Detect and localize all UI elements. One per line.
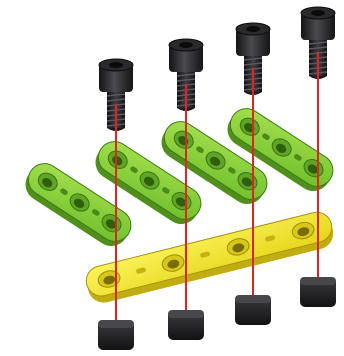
screw-thread (106, 93, 126, 97)
green-link-hole-center (105, 219, 117, 229)
green-link-slot (162, 187, 170, 194)
nut-1 (98, 320, 134, 350)
screw-head (169, 44, 203, 72)
yellow-bar (85, 211, 334, 303)
screws-group (98, 6, 336, 131)
screw-thread (106, 98, 126, 102)
screw-thread (243, 62, 263, 66)
yellow-bar-hole-center (297, 227, 310, 237)
green-link-hole-center (244, 123, 255, 133)
screw-thread (308, 46, 328, 50)
nuts-group (98, 277, 336, 350)
screw-4 (300, 6, 336, 79)
nut-2 (168, 310, 204, 340)
green-link-hole-center (307, 164, 319, 174)
nut-top-face (168, 310, 204, 318)
yellow-bar-slot (265, 235, 275, 242)
screw-socket (246, 26, 260, 32)
green-link-hole-center (241, 177, 253, 187)
green-link-hole-center (42, 178, 53, 188)
green-link-hole-center (112, 156, 123, 166)
green-link-hole-center (73, 198, 85, 208)
nut-top-face (98, 320, 134, 328)
nut-3 (235, 295, 271, 325)
screw-thread (308, 41, 328, 45)
screw-thread (243, 57, 263, 61)
yellow-bar-hole-center (167, 259, 180, 269)
green-link-slot (196, 146, 204, 154)
guide-lines-group (115, 52, 319, 320)
nut-4 (300, 277, 336, 307)
green-link-slot (294, 154, 302, 161)
green-link-slot (92, 209, 100, 216)
screw-head (236, 28, 270, 56)
green-link-hole-center (175, 197, 187, 207)
green-link-hole-center (209, 156, 221, 166)
nut-top-face (235, 295, 271, 303)
green-link-slot (130, 166, 138, 174)
screw-socket (311, 10, 325, 16)
green-link-hole-center (143, 176, 155, 186)
green-links-group (25, 108, 334, 247)
yellow-bar-hole-center (103, 275, 116, 285)
green-link-1 (25, 163, 132, 247)
green-link-slot (228, 167, 236, 174)
yellow-bar-slot (136, 267, 146, 274)
green-link-hole-center (275, 143, 287, 153)
yellow-bar-hole-center (232, 243, 245, 253)
nut-top-face (300, 277, 336, 285)
screw-thread (176, 78, 196, 82)
green-link-2 (95, 141, 202, 225)
green-link-slot (262, 133, 270, 141)
yellow-bar-slot (200, 251, 210, 258)
screw-head (301, 12, 335, 40)
screw-head (99, 64, 133, 92)
screw-socket (179, 42, 193, 48)
yellow-bar-group (85, 211, 334, 303)
green-link-slot (60, 188, 68, 196)
green-link-3 (161, 121, 268, 205)
screw-socket (109, 62, 123, 68)
screw-thread (176, 73, 196, 77)
